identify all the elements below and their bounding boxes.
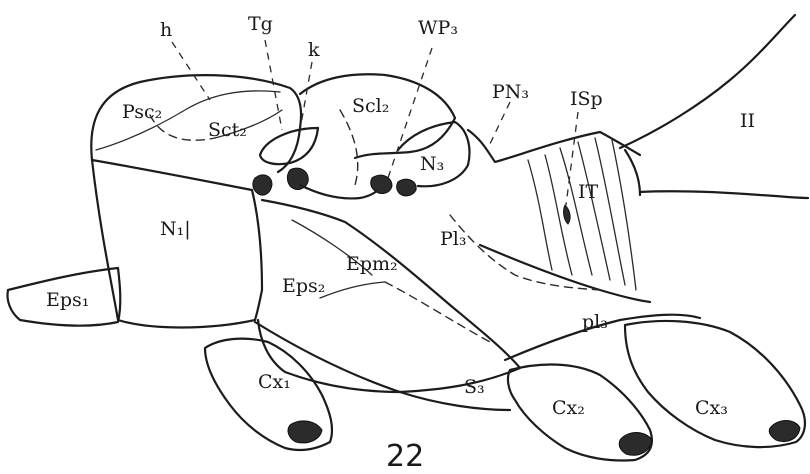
- label-cx2: Cx₂: [552, 397, 585, 419]
- label-pl3-lower: pl₃: [582, 311, 608, 333]
- coxa1-socket: [288, 421, 322, 443]
- postnotum-outline: [468, 130, 640, 162]
- label-pn: PN₃: [492, 81, 529, 103]
- epm2-suture: [320, 282, 385, 298]
- label-scl: Scl₂: [352, 95, 389, 117]
- label-n1: N₁|: [160, 218, 191, 240]
- scutellum-groove: [340, 110, 358, 185]
- label-it: IT: [578, 181, 599, 203]
- leader-k: [300, 62, 312, 130]
- leader-h: [172, 42, 210, 100]
- label-n3: N₃: [420, 153, 444, 175]
- pronotum-outline: [92, 160, 262, 328]
- wing-base-sclerite-4: [397, 179, 417, 196]
- epm2-lower-groove: [385, 282, 490, 342]
- wing-base-sclerite-3: [371, 175, 392, 193]
- mesonotum-outline: [91, 75, 301, 172]
- tegula-shape: [260, 128, 318, 164]
- it-striations-4: [595, 138, 625, 285]
- pl3-boundary: [450, 215, 600, 290]
- abdomen-joint: [625, 150, 640, 195]
- label-s3: S₃: [464, 376, 485, 398]
- label-isp: ISp: [570, 88, 603, 110]
- coxa3-socket: [769, 421, 800, 442]
- label-ii: II: [740, 110, 755, 132]
- label-k: k: [308, 39, 320, 61]
- it-striations-6: [528, 160, 552, 270]
- it-striations-3: [578, 142, 610, 280]
- label-cx3: Cx₃: [695, 397, 728, 419]
- label-h: h: [160, 19, 172, 41]
- leader-pn: [488, 102, 510, 148]
- label-cx1: Cx₁: [258, 371, 291, 393]
- label-epm2: Epm₂: [346, 253, 398, 275]
- wing-base-sclerite-1: [253, 175, 272, 195]
- isp-mark: [564, 205, 571, 224]
- label-tg: Tg: [248, 13, 273, 35]
- figure-number: 22: [386, 439, 424, 474]
- label-eps2: Eps₂: [282, 275, 325, 297]
- label-wp: WP₃: [418, 17, 458, 39]
- label-psc: Psc₂: [122, 101, 162, 123]
- abdomen-lower-line: [640, 191, 808, 198]
- label-pl3-upper: Pl₃: [440, 228, 466, 250]
- label-eps1: Eps₁: [46, 289, 89, 311]
- abdomen-upper-line: [620, 15, 795, 148]
- it-lower-border: [480, 245, 650, 302]
- label-sct: Sct₂: [208, 119, 247, 141]
